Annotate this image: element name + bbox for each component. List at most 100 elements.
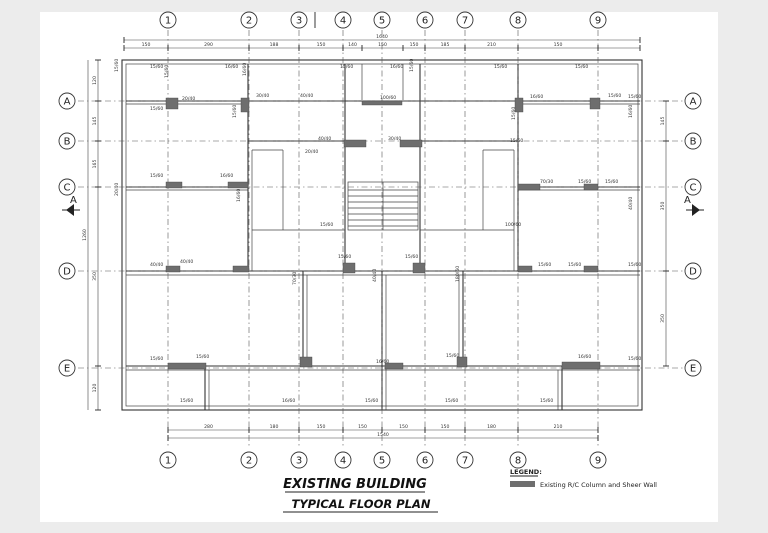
- member-label: 16/60: [628, 105, 634, 118]
- rc-column: [232, 265, 250, 273]
- left-dim-overall-label: 1260: [82, 229, 88, 241]
- grid-label-row-C-left: C: [64, 183, 71, 194]
- member-label: 15/60: [578, 179, 591, 185]
- bottom-dim-label: 150: [441, 424, 450, 430]
- grid-bubble-row-B-right: [684, 132, 702, 150]
- bottom-dim-label: 280: [204, 424, 213, 430]
- grid-bubble-col-7-bottom: [456, 451, 474, 469]
- member-label: 15/60: [338, 254, 351, 260]
- member-label: 40/40: [150, 262, 163, 268]
- columns: [165, 97, 601, 370]
- left-dim-label: 165: [92, 160, 98, 169]
- member-label: 16/60: [242, 63, 248, 76]
- member-label: 15/60: [150, 106, 163, 112]
- right-dim-label: 145: [660, 117, 666, 126]
- member-label: 16/60: [282, 398, 295, 404]
- grid-label-col-1-top: 1: [165, 16, 171, 27]
- grid-bubble-row-D-right: [684, 262, 702, 280]
- member-label: 16/60: [376, 359, 389, 365]
- member-label: 30/40: [256, 93, 269, 99]
- member-label: 20/40: [182, 96, 195, 102]
- grid-label-col-7-top: 7: [462, 16, 468, 27]
- section-marker-left: A: [62, 195, 80, 216]
- member-label: 15/60: [340, 64, 353, 70]
- member-label: 15/60: [494, 64, 507, 70]
- member-label: 15/60: [540, 398, 553, 404]
- grid-label-col-4-bottom: 4: [340, 456, 346, 467]
- rc-column: [342, 262, 356, 274]
- grid-label-row-E-right: E: [690, 364, 696, 375]
- plan-subtitle: TYPICAL FLOOR PLAN: [291, 497, 430, 511]
- member-label: 180/60: [455, 266, 461, 282]
- top-dim-label: 150: [554, 42, 563, 48]
- grid-label-col-2-top: 2: [246, 16, 252, 27]
- member-label: 15/60: [575, 64, 588, 70]
- member-label: 15/60: [445, 398, 458, 404]
- grid-bubble-col-9-bottom: [589, 451, 607, 469]
- member-label: 15/60: [320, 222, 333, 228]
- grid-label-col-8-top: 8: [515, 16, 521, 27]
- grid-bubble-col-4-top: [334, 11, 352, 29]
- top-dim-label: 290: [204, 42, 213, 48]
- member-label: 15/60: [605, 179, 618, 185]
- left-dim-label: 120: [92, 76, 98, 85]
- grid-bubble-row-C-right: [684, 178, 702, 196]
- grid-label-col-8-bottom: 8: [515, 456, 521, 467]
- rc-column: [583, 183, 599, 191]
- member-label: 16/60: [220, 173, 233, 179]
- rc-column: [227, 181, 249, 189]
- member-label: 15/60: [164, 65, 170, 78]
- grid-label-row-A-left: A: [64, 97, 71, 108]
- member-label: 20/40: [305, 149, 318, 155]
- rc-column: [165, 265, 181, 273]
- top-dim-label: 150: [378, 42, 387, 48]
- member-label: 15/60: [196, 354, 209, 360]
- member-label: 15/60: [628, 262, 641, 268]
- rc-column: [343, 139, 367, 148]
- bottom-dim-label: 150: [317, 424, 326, 430]
- member-label: 15/60: [114, 59, 120, 72]
- rc-column: [399, 139, 423, 148]
- member-label: 15/60: [538, 262, 551, 268]
- legend: LEGEND: Existing R/C Column and Sheer Wa…: [510, 468, 657, 489]
- member-label: 20/40: [114, 183, 120, 196]
- member-label: 15/60: [608, 93, 621, 99]
- grid-bubble-col-2-top: [240, 11, 258, 29]
- member-label: 40/40: [372, 269, 378, 282]
- top-dim-label: 150: [142, 42, 151, 48]
- member-label: 30/40: [388, 136, 401, 142]
- left-dim-label: 120: [92, 384, 98, 393]
- rc-column: [456, 356, 468, 368]
- rc-column: [384, 362, 404, 370]
- rc-column: [412, 262, 426, 274]
- rc-column: [167, 362, 207, 370]
- member-label: 15/60: [511, 107, 517, 120]
- left-dim-label: 145: [92, 117, 98, 126]
- rc-column: [240, 97, 250, 113]
- grid-bubble-col-1-top: [159, 11, 177, 29]
- grid-bubble-col-4-bottom: [334, 451, 352, 469]
- grid-label-col-3-bottom: 3: [296, 456, 302, 467]
- grid-label-row-E-left: E: [64, 364, 70, 375]
- member-label: 15/60: [232, 105, 238, 118]
- member-label: 16/60: [578, 354, 591, 360]
- grid-bubble-col-3-bottom: [290, 451, 308, 469]
- rc-column: [517, 183, 541, 191]
- member-label: 40/40: [628, 197, 634, 210]
- member-label: 15/60: [150, 64, 163, 70]
- member-label: 100/60: [505, 222, 521, 228]
- grid-bubble-col-1-bottom: [159, 451, 177, 469]
- rc-column: [361, 100, 403, 106]
- top-dim-overall-label: 1640: [376, 34, 388, 40]
- section-marker-left-label: A: [70, 195, 77, 206]
- grid-bubble-row-D-left: [58, 262, 76, 280]
- grid-bubble-row-E-left: [58, 359, 76, 377]
- section-marker-right-label: A: [684, 195, 691, 206]
- grid-label-row-B-right: B: [690, 137, 697, 148]
- legend-item-label: Existing R/C Column and Sheer Wall: [540, 481, 657, 489]
- grid-label-col-5-bottom: 5: [379, 456, 385, 467]
- grid-bubble-col-7-top: [456, 11, 474, 29]
